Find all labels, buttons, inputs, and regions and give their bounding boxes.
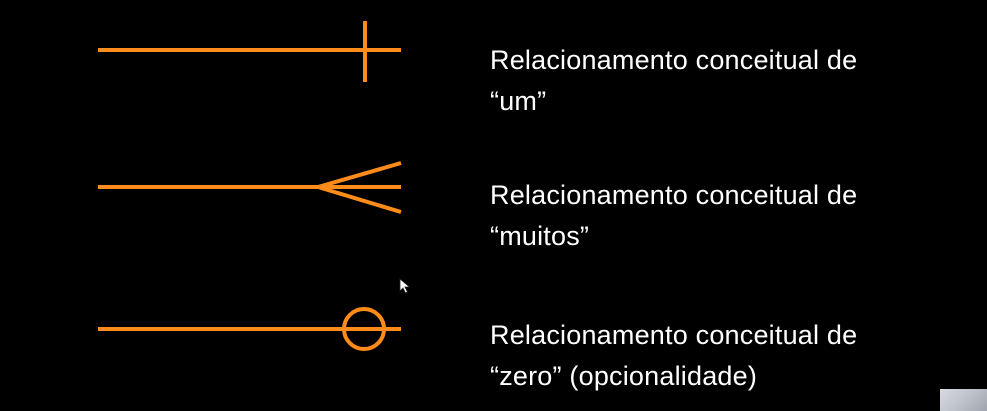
mouse-pointer-icon [399, 278, 411, 294]
label-one-relationship: Relacionamento conceitual de “um” [490, 40, 857, 122]
label-zero-relationship: Relacionamento conceitual de “zero” (opc… [490, 315, 857, 397]
label-line: Relacionamento conceitual de [490, 180, 858, 210]
zero-circle-notation-icon [98, 307, 401, 351]
many-crowfoot-notation-icon [98, 161, 402, 214]
video-thumbnail[interactable] [940, 389, 987, 411]
label-many-relationship: Relacionamento conceitual de “muitos” [490, 175, 857, 257]
label-line: Relacionamento conceitual de [490, 45, 858, 75]
label-line: “zero” (opcionalidade) [490, 361, 758, 391]
label-line: Relacionamento conceitual de [490, 320, 858, 350]
one-notation-icon [98, 21, 401, 82]
label-line: “um” [490, 86, 547, 116]
label-line: “muitos” [490, 221, 590, 251]
